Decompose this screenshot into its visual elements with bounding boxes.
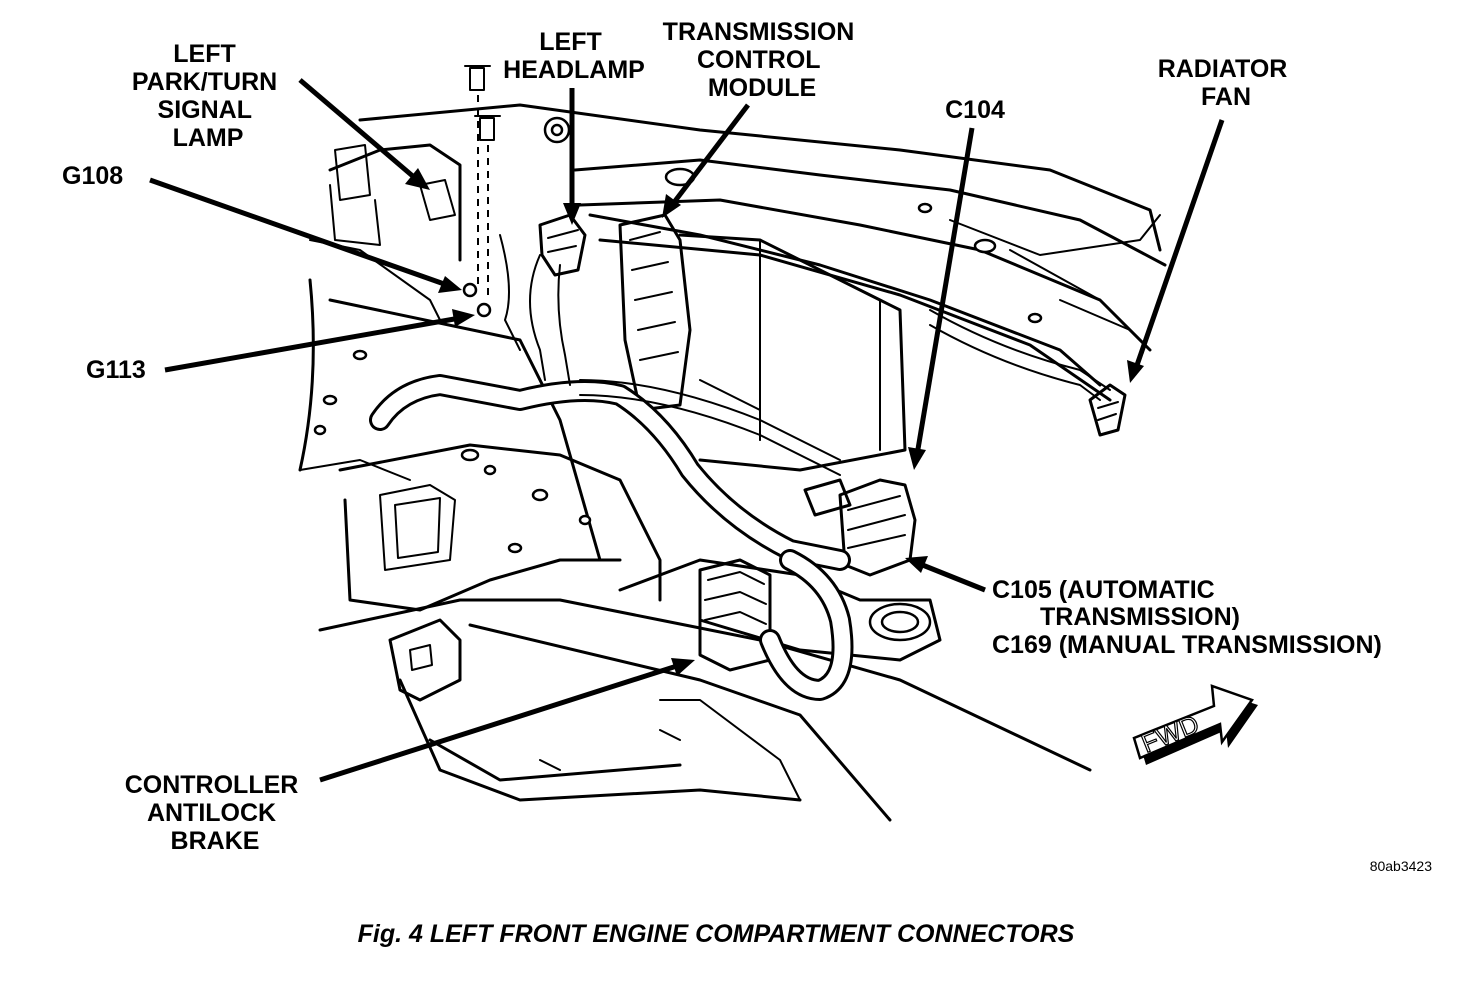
- figure-caption: Fig. 4 LEFT FRONT ENGINE COMPARTMENT CON…: [358, 920, 1075, 948]
- label-left-park-turn: LEFT PARK/TURN SIGNAL LAMP: [132, 40, 284, 152]
- arrowhead-left-headlamp: [563, 203, 581, 225]
- label-tcm: TRANSMISSION CONTROL MODULE: [663, 18, 862, 102]
- arrowhead-tcm: [662, 194, 681, 218]
- label-g108: G108: [62, 162, 123, 190]
- leader-left-park-turn: [298, 78, 417, 180]
- arrowhead-g113: [452, 309, 475, 327]
- label-g113: G113: [86, 356, 146, 384]
- fwd-arrow: FWD: [1132, 684, 1258, 765]
- fwd-arrow-outline: [1132, 684, 1254, 760]
- label-c104: C104: [945, 96, 1005, 124]
- leader-tcm: [670, 103, 750, 207]
- arrowhead-controller: [671, 658, 695, 676]
- leader-lines: [149, 78, 1225, 783]
- arrowhead-radiator-fan: [1127, 360, 1144, 383]
- arrowhead-c105: [905, 556, 928, 573]
- label-left-headlamp: LEFT HEADLAMP: [503, 28, 645, 84]
- label-radiator-fan: RADIATOR FAN: [1158, 55, 1295, 111]
- leader-controller: [319, 662, 681, 783]
- label-controller-antilock-brake: CONTROLLER ANTILOCK BRAKE: [125, 771, 306, 855]
- arrowhead-c104: [908, 447, 926, 470]
- figure-id: 80ab3423: [1370, 858, 1433, 874]
- leader-g113: [164, 315, 461, 373]
- leader-c105: [919, 561, 986, 593]
- arrowhead-left-park-turn: [405, 168, 430, 190]
- leader-g108: [149, 177, 448, 288]
- leader-radiator-fan: [1133, 119, 1225, 369]
- arrowhead-g108: [438, 276, 462, 293]
- engine-compartment-drawing: [298, 65, 1167, 822]
- label-c105-c169: C105 (AUTOMATIC TRANSMISSION) C169 (MANU…: [992, 576, 1382, 659]
- leader-c104: [914, 127, 975, 456]
- labels: LEFT PARK/TURN SIGNAL LAMP LEFT HEADLAMP…: [62, 18, 1382, 855]
